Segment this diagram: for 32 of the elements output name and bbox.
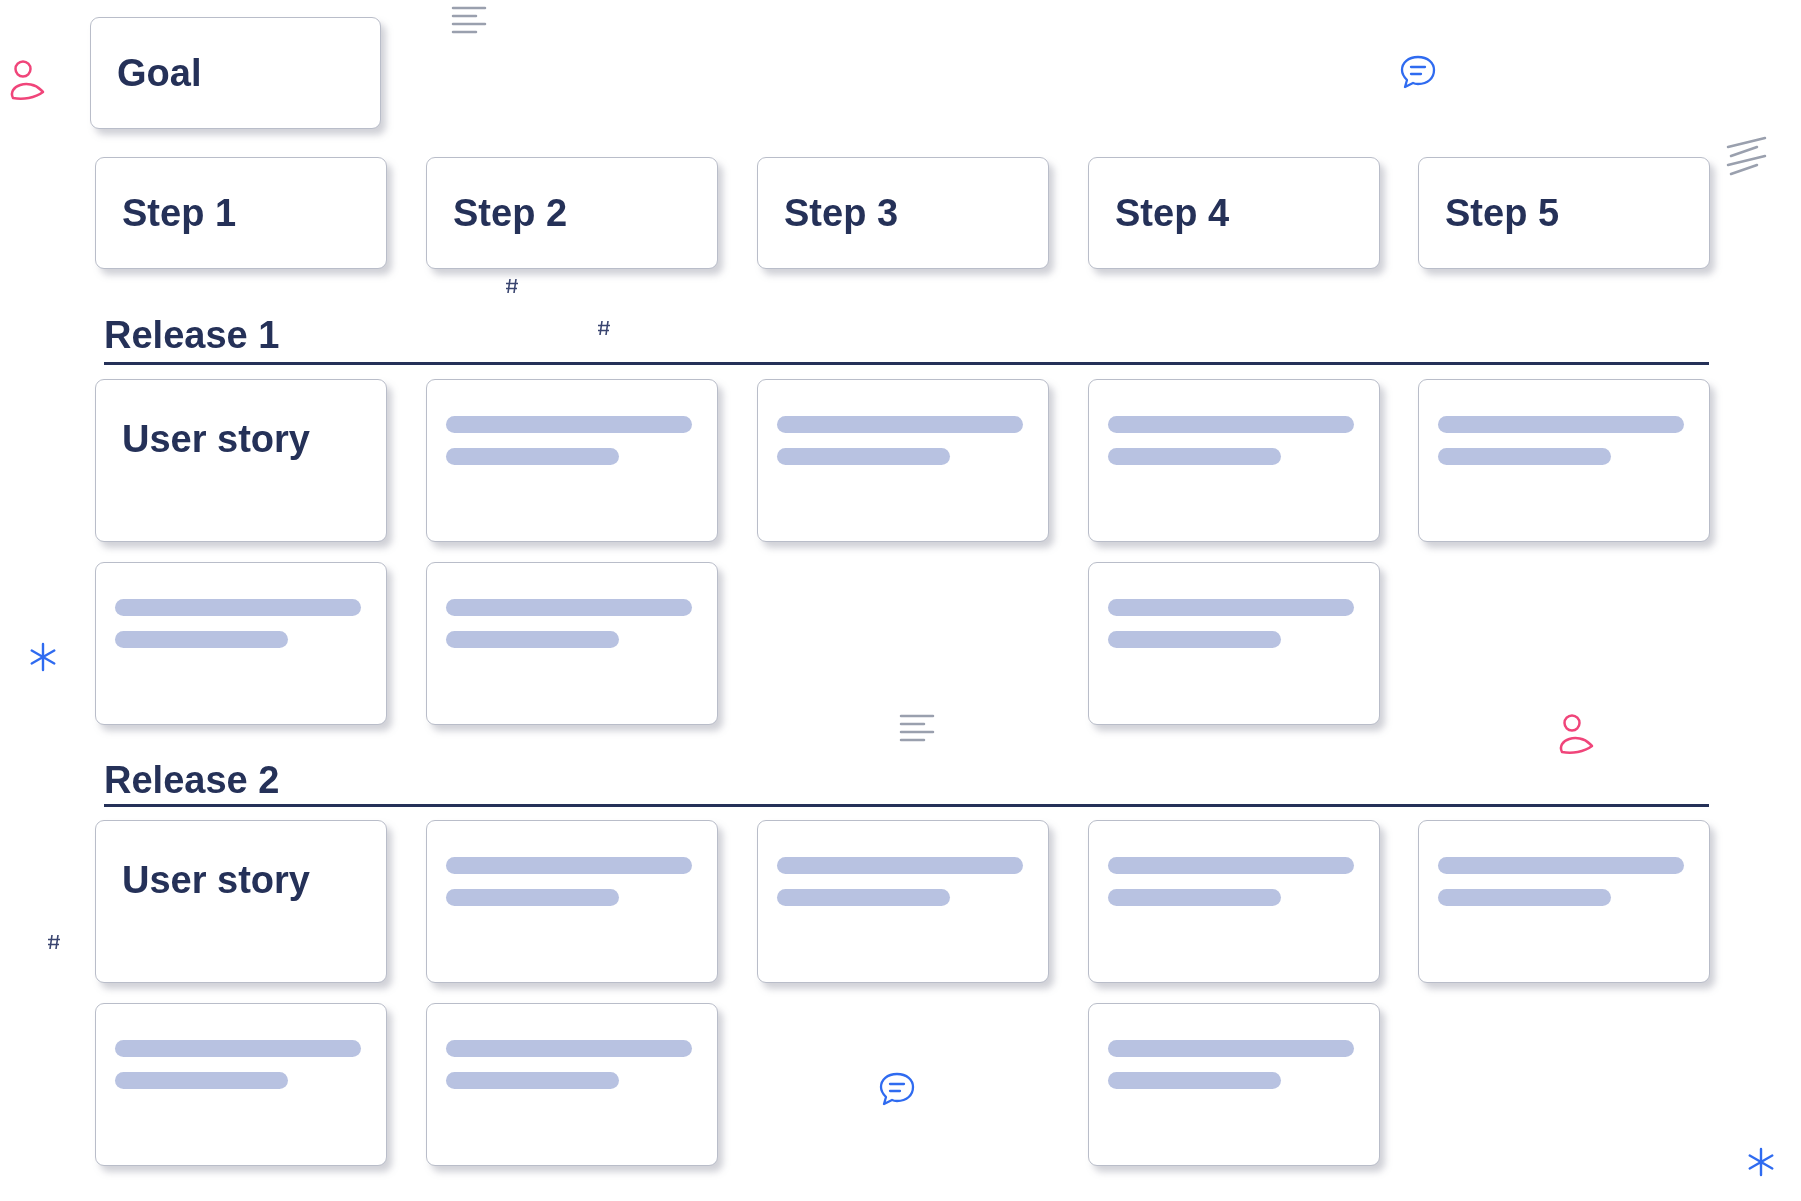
card-title: Step 4 xyxy=(1115,191,1230,235)
step-card xyxy=(1418,157,1710,269)
step-card xyxy=(426,157,718,269)
step-card xyxy=(95,157,387,269)
story-card xyxy=(95,820,387,983)
card-title: Goal xyxy=(117,51,202,95)
card-title: Step 1 xyxy=(122,191,237,235)
card-title: Step 2 xyxy=(453,191,568,235)
placeholder-card xyxy=(757,820,1049,983)
release-heading: Release 2 xyxy=(104,759,280,802)
card-title: User story xyxy=(122,859,310,902)
story-card xyxy=(95,379,387,542)
step-card xyxy=(757,157,1049,269)
placeholder-card xyxy=(757,379,1049,542)
goal-card xyxy=(90,17,381,129)
placeholder-card xyxy=(1088,1003,1380,1166)
placeholder-card xyxy=(1088,379,1380,542)
step-card xyxy=(1088,157,1380,269)
placeholder-card xyxy=(95,562,387,725)
placeholder-card xyxy=(426,379,718,542)
card-title: User story xyxy=(122,418,310,461)
placeholder-card xyxy=(1418,820,1710,983)
placeholder-card xyxy=(1088,562,1380,725)
placeholder-card xyxy=(1088,820,1380,983)
placeholder-card xyxy=(426,820,718,983)
release-heading: Release 1 xyxy=(104,314,280,357)
placeholder-card xyxy=(426,1003,718,1166)
placeholder-card xyxy=(95,1003,387,1166)
placeholder-card xyxy=(426,562,718,725)
card-title: Step 3 xyxy=(784,191,899,235)
placeholder-card xyxy=(1418,379,1710,542)
card-title: Step 5 xyxy=(1445,191,1560,235)
